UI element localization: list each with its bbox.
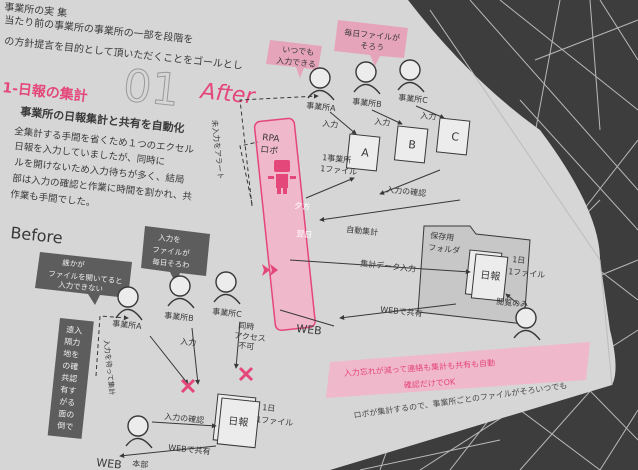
bubble-text: 毎日そろわ xyxy=(152,256,190,270)
person-icon xyxy=(125,415,153,449)
bubble-text: 入力を xyxy=(158,232,181,244)
person-icon xyxy=(307,59,425,101)
side-note-text: 地を xyxy=(63,348,80,360)
rpa-title: ロボ xyxy=(260,144,279,157)
side-note-text: がる xyxy=(59,396,76,408)
speech-bubble xyxy=(141,226,210,284)
storage-label: 保存用 xyxy=(430,230,455,242)
double-arrow xyxy=(262,264,278,276)
file-label: 1ファイル xyxy=(508,267,546,280)
nippo-label: 日報 xyxy=(480,269,501,283)
access-label: アクセス xyxy=(234,331,266,343)
web-label: WEB xyxy=(296,322,323,338)
storage-label: フォルダ xyxy=(428,242,461,255)
pink-banner xyxy=(326,342,590,398)
file-a xyxy=(345,133,381,172)
speech-bubble xyxy=(266,40,322,78)
file-c xyxy=(435,117,471,156)
file-letter: A xyxy=(361,146,370,160)
web-label: WEB xyxy=(96,456,123,470)
file-label: 1ファイル xyxy=(256,415,294,428)
side-note-text: 面の xyxy=(58,409,75,420)
share-web: WEBで共有 xyxy=(380,304,423,318)
office-label: 事業所C xyxy=(398,92,429,105)
section-number: 01 xyxy=(121,60,182,117)
side-note-text: 遠入 xyxy=(66,324,83,336)
office-label: 事業所B xyxy=(352,96,382,109)
office-label: 事業所C xyxy=(212,306,243,319)
morning-label: 翌日 xyxy=(296,229,313,240)
access-label: 不可 xyxy=(238,341,255,352)
input-label: 入力 xyxy=(180,336,197,348)
side-note-text: の確 xyxy=(62,360,79,372)
side-note-text: 有す xyxy=(60,384,77,396)
office-label: 事業所B xyxy=(164,310,194,323)
browse-label: 閲覧のみ xyxy=(496,296,529,309)
input-label: 入力 xyxy=(420,110,437,122)
bubble-text: 入力できない xyxy=(58,279,104,294)
bubble-text: そろう xyxy=(360,41,385,52)
input-label: 入力 xyxy=(374,116,391,128)
access-label: 同時 xyxy=(238,321,255,332)
file-stack xyxy=(470,253,509,302)
after-diagram: After いつでも 入力できる 毎日ファイルが そろう 事業所A 事業所B 事… xyxy=(197,20,590,420)
bubble-text: ファイルが xyxy=(152,244,191,258)
file-stack xyxy=(216,397,261,449)
rpa-title: RPA xyxy=(262,133,281,145)
speech-bubble xyxy=(35,252,132,305)
file-letter: C xyxy=(451,130,460,144)
input-label: 入力 xyxy=(322,118,339,130)
bubble-text: いつでも xyxy=(282,45,315,57)
auto-collect: 自動集計 xyxy=(346,224,379,237)
bubble-text: 入力できる xyxy=(276,55,317,69)
share-web: WEBで共有 xyxy=(168,442,211,456)
side-note-text: 倒で xyxy=(57,420,74,432)
side-note-text: 共認 xyxy=(61,372,78,384)
file-b xyxy=(393,125,429,164)
before-diagram: Before 誰かが ファイルを開いてると 入力できない 入力を ファイルが 毎… xyxy=(10,223,294,470)
nippo-label: 日報 xyxy=(228,415,249,429)
person-icon xyxy=(115,271,241,321)
office-label: 事業所A xyxy=(306,100,337,113)
evening-label: 夕方 xyxy=(294,200,311,212)
robot-icon xyxy=(268,160,296,194)
side-note-text: 隔力 xyxy=(64,336,81,348)
banner-text: 確認だけでOK xyxy=(403,376,456,390)
honbu-label: 本部 xyxy=(132,458,149,470)
file-label: 1日 xyxy=(262,403,276,413)
bubble-text: 誰かが xyxy=(62,257,86,269)
input-check: 入力の確認 xyxy=(164,411,205,425)
person-icon xyxy=(513,307,541,341)
rpa-robot-column xyxy=(253,117,316,332)
speech-bubble xyxy=(334,20,408,66)
file-letter: B xyxy=(408,138,417,152)
side-note-box xyxy=(47,318,94,439)
file-label: 1日 xyxy=(512,255,526,265)
file-note: 1事業所 xyxy=(322,152,352,165)
office-label: 事業所A xyxy=(112,318,143,331)
cross-mark xyxy=(180,366,254,394)
after-label: After xyxy=(197,79,257,110)
file-note: 1ファイル xyxy=(320,164,358,177)
input-check: 入力の確認 xyxy=(386,184,427,198)
